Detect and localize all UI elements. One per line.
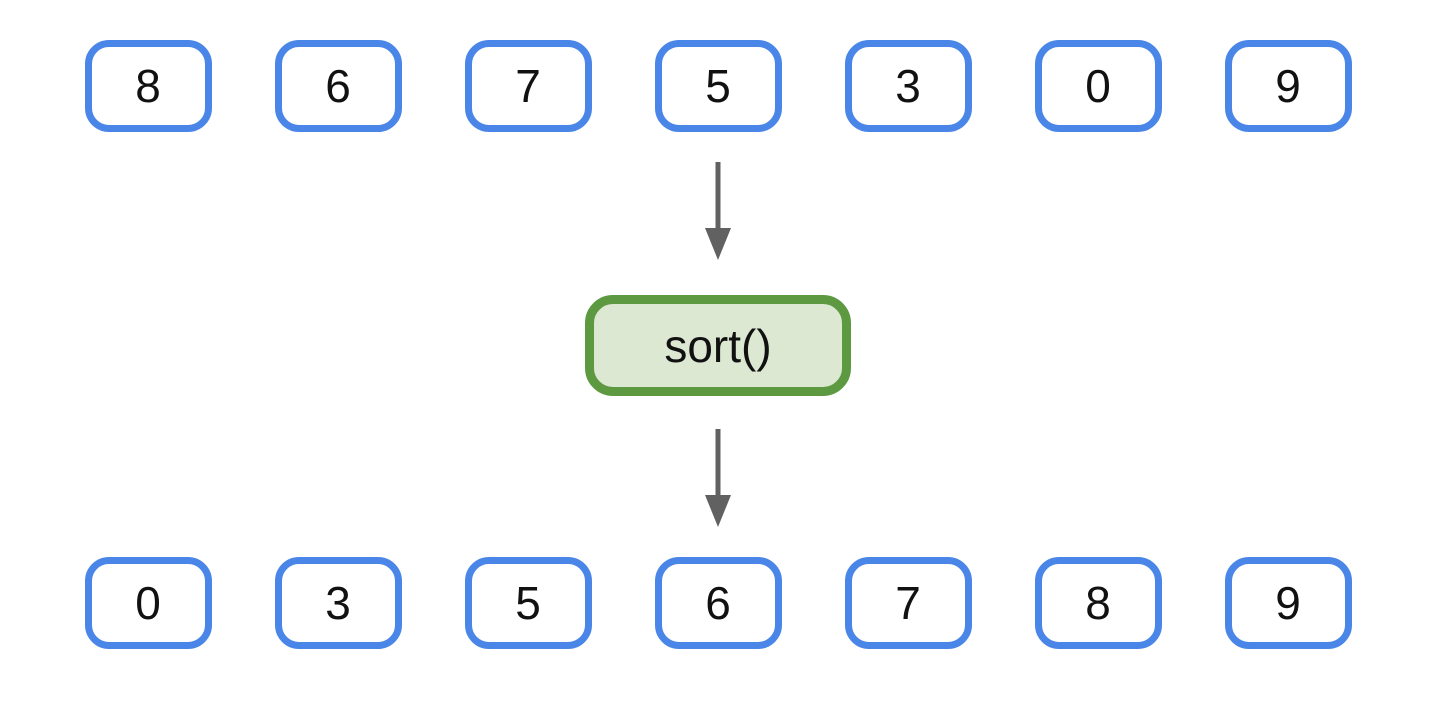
output-array-item-box: 5 — [464, 557, 592, 649]
output-array-item-box: 0 — [84, 557, 212, 649]
input-array-item-box: 8 — [84, 40, 212, 132]
input-array-item-box: 3 — [844, 40, 972, 132]
output-array-item-box: 3 — [274, 557, 402, 649]
output-array-item-box: 6 — [654, 557, 782, 649]
input-array-item-box: 7 — [464, 40, 592, 132]
output-array-item-box: 9 — [1224, 557, 1352, 649]
arrow-down-icon — [705, 162, 731, 260]
input-array-item-box: 6 — [274, 40, 402, 132]
arrow-down-icon — [705, 429, 731, 527]
sort-operation-box: sort() — [585, 295, 851, 396]
output-array-row: 0 3 5 6 7 8 9 — [0, 557, 1436, 649]
output-array-item-box: 8 — [1034, 557, 1162, 649]
input-array-item-box: 9 — [1224, 40, 1352, 132]
input-array-row: 8 6 7 5 3 0 9 — [0, 40, 1436, 132]
output-array-item-box: 7 — [844, 557, 972, 649]
input-array-item-box: 5 — [654, 40, 782, 132]
input-array-item-box: 0 — [1034, 40, 1162, 132]
